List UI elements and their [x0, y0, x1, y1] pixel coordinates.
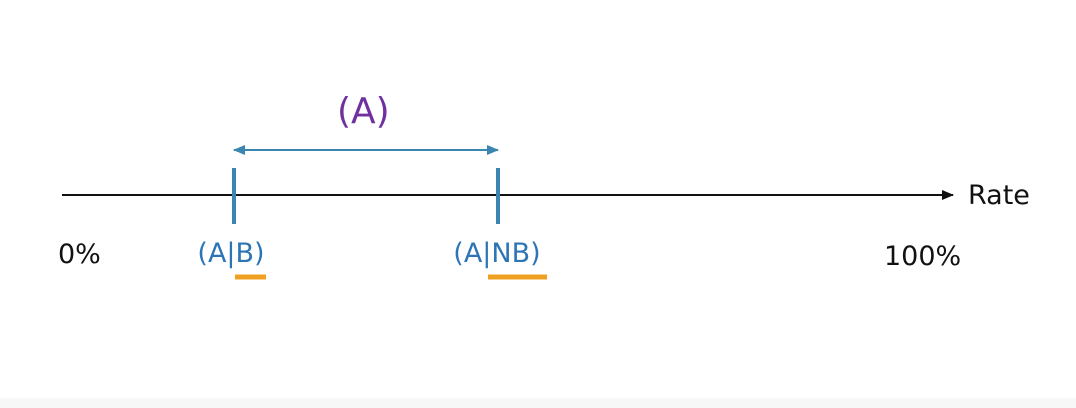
- bottom-edge-strip: [0, 398, 1076, 408]
- tick-label-prefix: (A|: [453, 238, 492, 269]
- tick-label-a-given-nb: (A|NB): [453, 240, 540, 267]
- tick-label-suffix: ): [530, 238, 541, 269]
- axis-end-label: 100%: [884, 241, 962, 272]
- axis-start-label: 0%: [58, 239, 101, 270]
- tick-label-suffix: ): [254, 238, 265, 269]
- tick-label-a-given-b: (A|B): [197, 240, 264, 267]
- range-label: (A): [337, 91, 390, 132]
- tick-label-prefix: (A|: [197, 238, 236, 269]
- tick-label-condition: NB: [491, 238, 531, 269]
- axis-label-rate: Rate: [968, 180, 1030, 211]
- tick-label-condition: B: [235, 238, 255, 269]
